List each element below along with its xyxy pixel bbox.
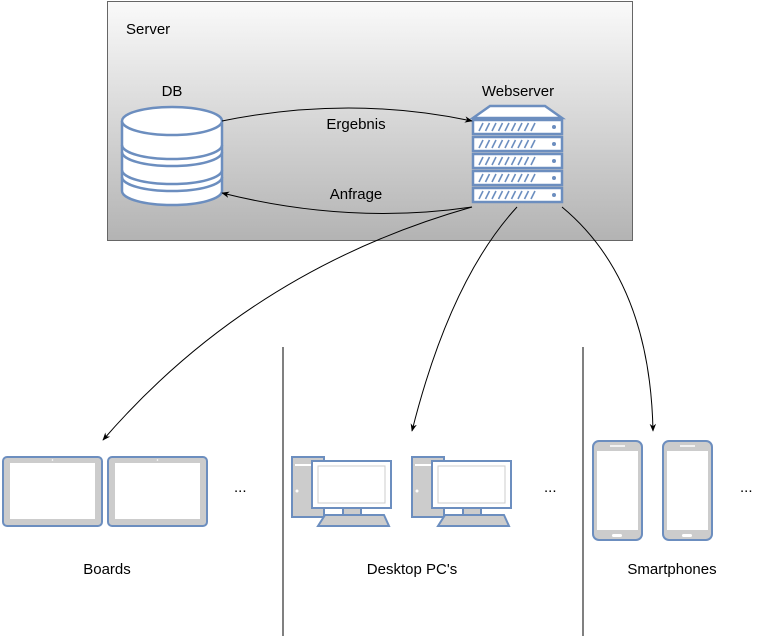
edge-to-boards	[102, 206, 473, 441]
tablet-icon	[2, 456, 103, 527]
server-rack-unit	[471, 135, 564, 153]
edge-to-desktops	[410, 206, 518, 432]
smartphones-more: ...	[740, 479, 753, 496]
edge-to-smartphones	[561, 206, 657, 432]
result-edge-label: Ergebnis	[326, 116, 385, 133]
database-icon	[120, 105, 224, 207]
smartphone-icon	[592, 440, 643, 541]
server-rack-unit	[471, 152, 564, 170]
result-edge	[221, 107, 473, 123]
desktops-more: ...	[544, 479, 557, 496]
desktop-pc-icon	[411, 456, 512, 527]
boards-label: Boards	[83, 561, 131, 578]
db-label: DB	[162, 83, 183, 100]
smartphone-icon	[662, 440, 713, 541]
tablet-icon	[107, 456, 208, 527]
smartphones-label: Smartphones	[627, 561, 716, 578]
request-edge-label: Anfrage	[330, 186, 383, 203]
server-rack-unit	[471, 186, 564, 204]
server-rack-unit	[471, 169, 564, 187]
server-label: Server	[126, 21, 170, 38]
desktops-label: Desktop PC's	[367, 561, 457, 578]
webserver-label: Webserver	[482, 83, 554, 100]
server-rack-icon	[469, 104, 566, 204]
server-rack-unit	[471, 118, 564, 136]
desktop-pc-icon	[291, 456, 392, 527]
boards-more: ...	[234, 479, 247, 496]
request-edge	[221, 191, 473, 214]
